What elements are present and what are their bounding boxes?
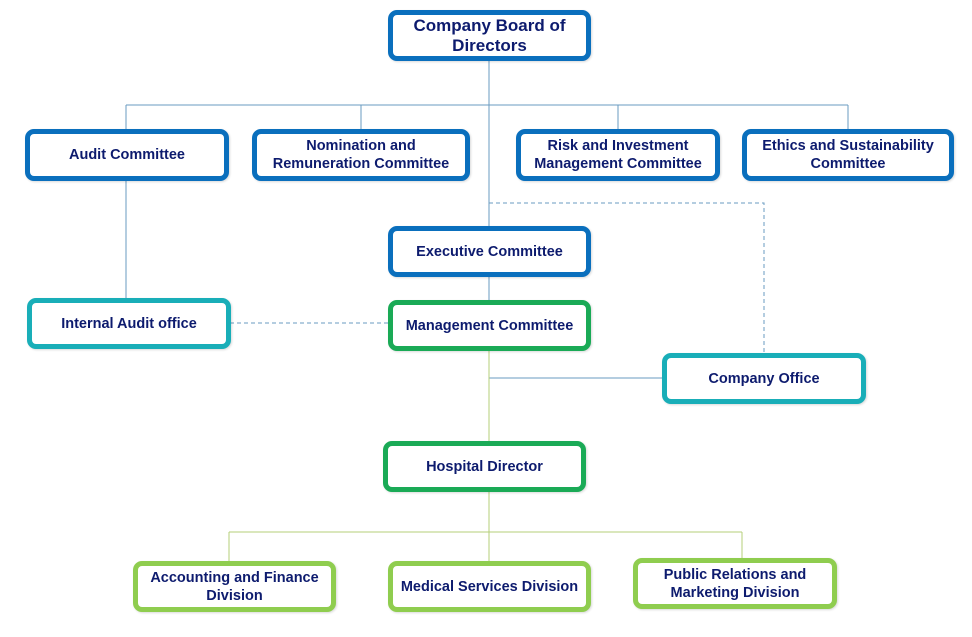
- accounting-division-label: Accounting and Finance Division: [150, 569, 319, 604]
- management-committee-node: Management Committee: [388, 300, 591, 351]
- company-office-node: Company Office: [662, 353, 866, 404]
- medical-services-division-node: Medical Services Division: [388, 561, 591, 612]
- nomination-committee-node: Nomination and Remuneration Committee: [252, 129, 470, 181]
- company-office-label: Company Office: [708, 370, 820, 387]
- executive-committee-node: Executive Committee: [388, 226, 591, 277]
- ethics-committee-label: Ethics and Sustainability Committee: [762, 138, 934, 172]
- internal-audit-office-node: Internal Audit office: [27, 298, 231, 349]
- board-of-directors-label: Company Board of Directors: [413, 15, 566, 55]
- public-relations-division-node: Public Relations and Marketing Division: [633, 558, 837, 609]
- dashed-connectors: [230, 202, 765, 355]
- nomination-committee-label: Nomination and Remuneration Committee: [272, 138, 450, 172]
- internal-audit-office-label: Internal Audit office: [61, 315, 197, 332]
- audit-committee-node: Audit Committee: [25, 129, 229, 181]
- green-connectors: [228, 349, 743, 563]
- audit-committee-label: Audit Committee: [69, 147, 185, 163]
- hospital-director-label: Hospital Director: [426, 458, 543, 475]
- board-of-directors-node: Company Board of Directors: [388, 10, 591, 61]
- ethics-committee-node: Ethics and Sustainability Committee: [742, 129, 954, 181]
- public-relations-division-label: Public Relations and Marketing Division: [663, 566, 807, 601]
- executive-committee-label: Executive Committee: [416, 243, 563, 260]
- hospital-director-node: Hospital Director: [383, 441, 586, 492]
- management-committee-label: Management Committee: [405, 317, 574, 334]
- risk-committee-label: Risk and Investment Management Committee: [534, 138, 702, 172]
- accounting-division-node: Accounting and Finance Division: [133, 561, 336, 612]
- risk-committee-node: Risk and Investment Management Committee: [516, 129, 720, 181]
- solid-blue-connectors: [125, 60, 849, 379]
- medical-services-division-label: Medical Services Division: [400, 578, 579, 595]
